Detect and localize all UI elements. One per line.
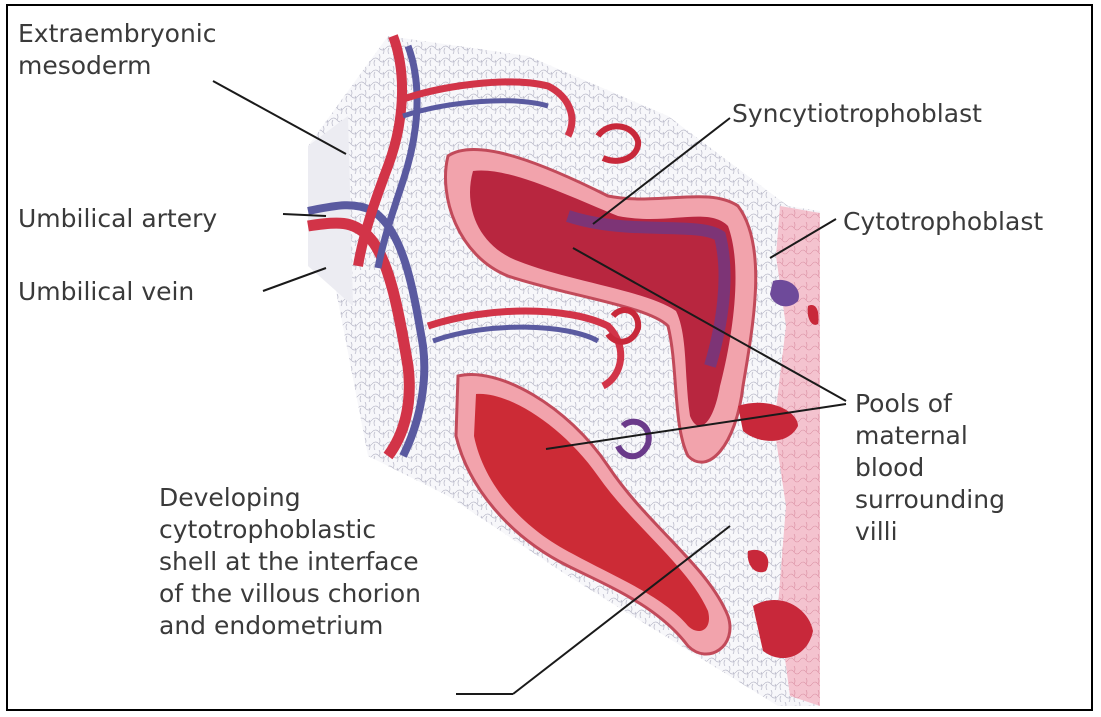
label-cytotrophoblast: Cytotrophoblast <box>843 206 1043 238</box>
label-syncytiotrophoblast: Syncytiotrophoblast <box>732 98 982 130</box>
label-cytotrophoblastic-shell: Developing cytotrophoblastic shell at th… <box>159 482 421 642</box>
figure-frame: Extraembryonic mesoderm Umbilical artery… <box>6 4 1093 711</box>
label-umbilical-vein: Umbilical vein <box>18 276 194 308</box>
label-pools-of-maternal-blood: Pools of maternal blood surrounding vill… <box>855 388 1005 548</box>
leader-line-mesoderm <box>213 81 346 154</box>
label-extraembryonic-mesoderm: Extraembryonic mesoderm <box>18 18 217 82</box>
label-umbilical-artery: Umbilical artery <box>18 203 217 235</box>
leader-line-vein <box>263 268 326 291</box>
